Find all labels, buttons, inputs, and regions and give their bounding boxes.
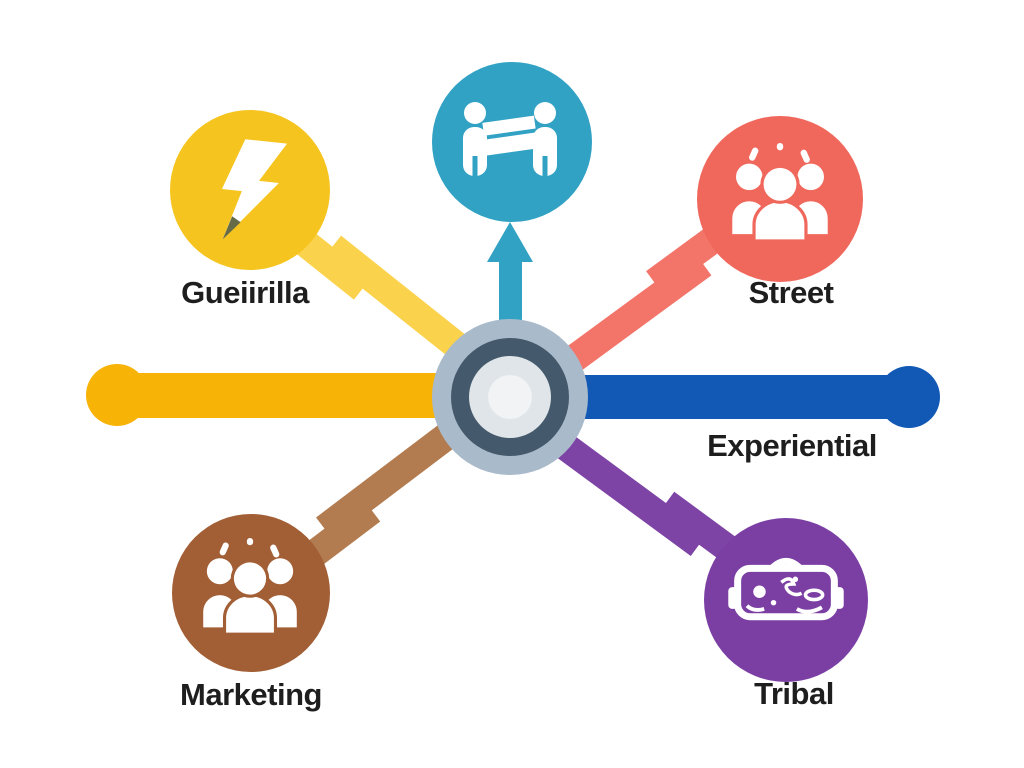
banner-arrow-shaft bbox=[499, 246, 522, 341]
banner-arrow-head bbox=[487, 222, 533, 262]
marketing-node bbox=[172, 514, 330, 672]
marketing-label: Marketing bbox=[180, 677, 322, 712]
experiential-label: Experiential bbox=[707, 428, 877, 463]
experiential-bar-end-knob bbox=[878, 366, 940, 428]
tribal-node bbox=[704, 518, 868, 682]
vr-headset-icon bbox=[728, 557, 844, 621]
central-hub bbox=[432, 319, 588, 475]
lightning-bolt-icon bbox=[221, 139, 288, 240]
street-label: Street bbox=[749, 275, 834, 310]
tribal-label: Tribal bbox=[754, 676, 834, 711]
guerrilla-node bbox=[170, 110, 330, 270]
banner-arrow-connector bbox=[487, 222, 533, 341]
hub-core bbox=[488, 375, 532, 419]
left-axis-bar-end-knob bbox=[86, 364, 148, 426]
banner-node bbox=[432, 62, 592, 222]
guerrilla-label: Gueiirilla bbox=[181, 275, 310, 310]
street-node bbox=[697, 116, 863, 282]
people-carrying-banner-icon bbox=[463, 102, 557, 178]
tribal-circle bbox=[704, 518, 868, 682]
